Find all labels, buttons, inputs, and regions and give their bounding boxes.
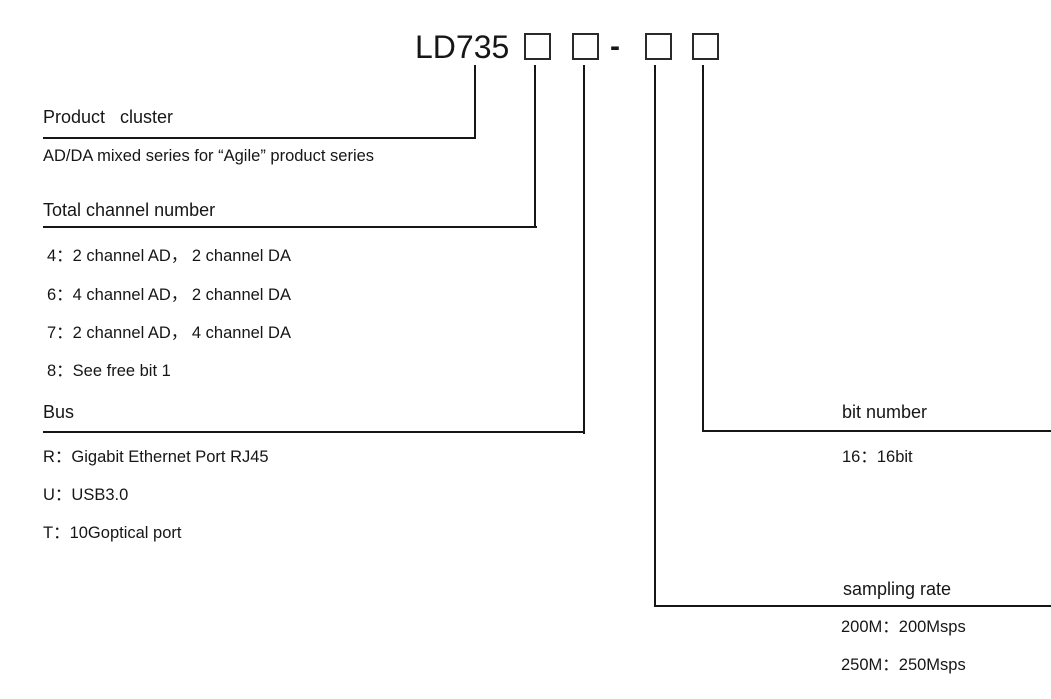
bus-option-r: R：Gigabit Ethernet Port RJ45	[43, 448, 269, 466]
sampling-rate-option-200m: 200M：200Msps	[841, 618, 966, 636]
product-cluster-description: AD/DA mixed series for “Agile” product s…	[43, 147, 375, 165]
connector-bit-number	[702, 65, 704, 432]
connector-total-channel	[534, 65, 536, 228]
code-box-bus	[572, 33, 599, 60]
bus-heading: Bus	[43, 402, 75, 422]
bus-option-t: T：10Goptical port	[43, 524, 182, 542]
connector-sampling-rate	[654, 65, 656, 607]
model-number: LD735	[415, 29, 510, 65]
separator-hyphen: -	[610, 30, 620, 63]
connector-product-cluster	[474, 65, 476, 139]
connector-bus	[583, 65, 585, 434]
code-box-sampling-rate	[645, 33, 672, 60]
channel-option-7: 7：2 channel AD， 4 channel DA	[47, 324, 291, 342]
code-box-total-channel	[524, 33, 551, 60]
bus-option-u: U：USB3.0	[43, 486, 129, 504]
channel-option-4: 4：2 channel AD， 2 channel DA	[47, 247, 291, 265]
channel-option-8: 8：See free bit 1	[47, 362, 171, 380]
rule-bit-number	[702, 430, 1051, 432]
channel-option-6: 6：4 channel AD， 2 channel DA	[47, 286, 291, 304]
code-box-bit-number	[692, 33, 719, 60]
rule-total-channel	[43, 226, 537, 228]
sampling-rate-option-250m: 250M：250Msps	[841, 656, 966, 674]
rule-sampling-rate	[654, 605, 1051, 607]
total-channel-heading: Total channel number	[43, 200, 216, 220]
rule-bus	[43, 431, 585, 433]
bit-number-heading: bit number	[842, 402, 928, 422]
product-cluster-heading: Product cluster	[43, 107, 174, 127]
sampling-rate-heading: sampling rate	[843, 579, 952, 599]
rule-product-cluster	[43, 137, 476, 139]
bit-number-option-16: 16：16bit	[842, 448, 913, 466]
